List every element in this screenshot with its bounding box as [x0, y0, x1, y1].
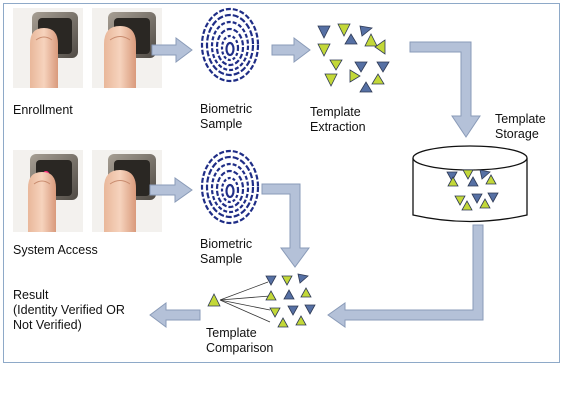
arrow-extraction-to-storage: [409, 41, 481, 138]
template-storage-cylinder: [412, 145, 528, 223]
arrow-access-to-sample: [149, 177, 193, 203]
arrow-enroll-to-sample: [151, 37, 193, 63]
enrollment-label: Enrollment: [13, 103, 73, 117]
template-storage-label: Template Storage: [495, 112, 546, 141]
comparison-shapes: [207, 273, 316, 328]
enrollment-photo-1: [13, 8, 83, 88]
template-extraction-label: Template Extraction: [310, 105, 366, 134]
template-comparison-label: Template Comparison: [206, 326, 274, 355]
arrow-sample-to-comparison: [261, 183, 310, 268]
fingerprint-icon: [200, 7, 260, 83]
biometric-sample-label-access: Biometric Sample: [200, 237, 253, 266]
comparison-lines: [219, 281, 271, 323]
diagram-frame: [3, 3, 560, 363]
arrow-sample-to-extraction: [271, 37, 311, 63]
result-label: Result (Identity Verified OR Not Verifie…: [13, 288, 125, 332]
template-extraction-shapes: [317, 23, 390, 93]
access-photo-1: [13, 150, 83, 232]
stored-template-shapes: [446, 169, 499, 211]
system-access-label: System Access: [13, 243, 98, 257]
biometric-sample-label-enrollment: Biometric Sample: [200, 102, 253, 131]
arrow-storage-to-comparison: [327, 224, 484, 328]
arrow-comparison-to-result: [149, 302, 201, 328]
enrollment-photo-2: [92, 8, 162, 88]
fingerprint-icon: [200, 149, 260, 225]
